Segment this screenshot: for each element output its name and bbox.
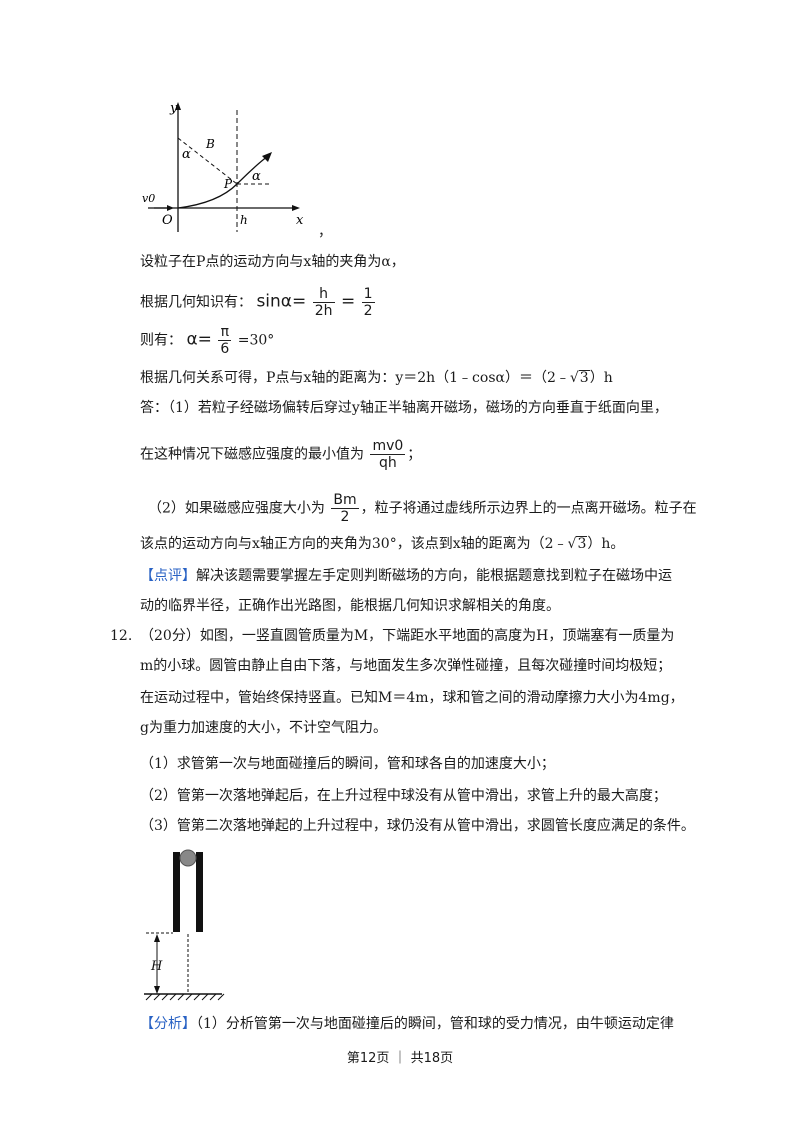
figure-trailing-comma: ， xyxy=(318,224,332,240)
particle-trajectory-diagram: y x O v0 B P h α α xyxy=(142,101,304,232)
label-v0: v0 xyxy=(142,192,155,205)
question-line-4: g为重力加速度的大小，不计空气阻力。 xyxy=(140,720,387,736)
page-footer: 第12页 ｜ 共18页 xyxy=(346,1051,454,1066)
paragraph-angle: 设粒子在P点的运动方向与x轴的夹角为α， xyxy=(140,254,405,270)
label-P: P xyxy=(223,177,233,191)
label-H: H xyxy=(150,959,163,974)
review-line-2: 动的临界半径，正确作出光路图，能根据几何知识求解相关的角度。 xyxy=(140,598,560,614)
label-x: x xyxy=(296,213,304,228)
label-origin: O xyxy=(162,213,173,228)
tube-ball-diagram: H xyxy=(144,849,225,1001)
question-line-3: 在运动过程中，管始终保持竖直。已知M＝4m，球和管之间的滑动摩擦力大小为4mg， xyxy=(140,690,684,706)
label-B: B xyxy=(205,137,215,151)
label-h: h xyxy=(240,213,248,227)
answer-part2-angle: 该点的运动方向与x轴正方向的夹角为30°，该点到x轴的距离为（2﹣√3）h。 xyxy=(140,536,625,552)
paragraph-distance: 根据几何关系可得，P点与x轴的距离为：y＝2h（1﹣cosα）＝（2﹣√3）h xyxy=(140,370,613,386)
analysis-tag: 【分析】 xyxy=(140,1016,196,1032)
question-number: 12. xyxy=(110,628,133,644)
label-y: y xyxy=(169,101,178,116)
analysis-line: 【分析】（1）分析管第一次与地面碰撞后的瞬间，管和球的受力情况，由牛顿运动定律 xyxy=(140,1016,674,1032)
question-sub-1: （1）求管第一次与地面碰撞后的瞬间，管和球各自的加速度大小； xyxy=(140,756,555,772)
review-tag: 【点评】 xyxy=(140,568,196,584)
answer-part1: 答：（1）若粒子经磁场偏转后穿过y轴正半轴离开磁场，磁场的方向垂直于纸面向里， xyxy=(140,400,668,416)
question-line-2: m的小球。圆管由静止自由下落，与地面发生多次弹性碰撞，且每次碰撞时间均极短； xyxy=(140,658,672,674)
review-line-1: 【点评】解决该题需要掌握左手定则判断磁场的方向，能根据题意找到粒子在磁场中运 xyxy=(140,568,672,584)
label-alpha-2: α xyxy=(252,169,261,184)
question-line-1: （20分）如图，一竖直圆管质量为M，下端距水平地面的高度为H，顶端塞有一质量为 xyxy=(140,628,675,644)
question-sub-2: （2）管第一次落地弹起后，在上升过程中球没有从管中滑出，求管上升的最大高度； xyxy=(140,788,667,804)
label-alpha-1: α xyxy=(182,147,191,162)
question-sub-3: （3）管第二次落地弹起的上升过程中，球仍没有从管中滑出，求圆管长度应满足的条件。 xyxy=(140,818,695,834)
